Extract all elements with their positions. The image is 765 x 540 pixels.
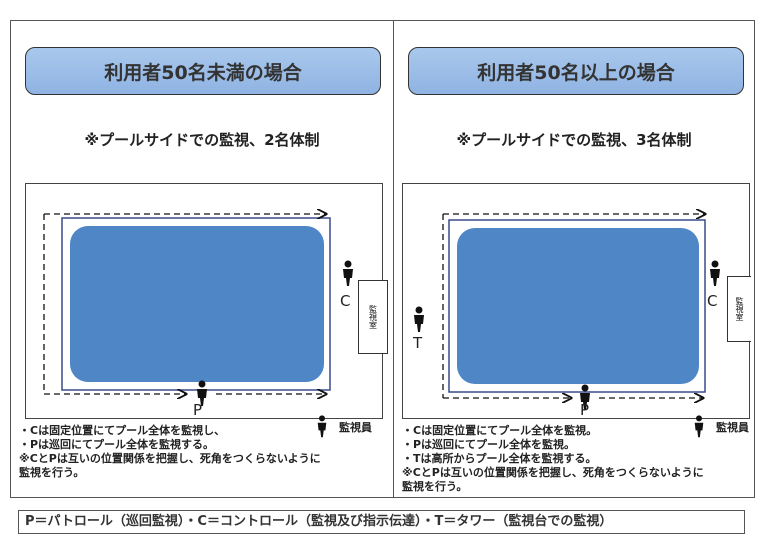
panel-50-or-more: 利用者50名以上の場合 ※プールサイドでの監視、3名体制 <box>394 20 755 498</box>
panel-subtitle: ※プールサイドでの監視、3名体制 <box>456 131 692 149</box>
pool-area: C 監視室 <box>25 183 388 419</box>
note-line: ・Pは巡回にてプール全体を監視。 <box>402 438 576 451</box>
lifeguard-p-icon <box>580 384 590 410</box>
label-p: P <box>580 401 590 419</box>
label-p: P <box>193 401 203 419</box>
panel-under-50: 利用者50名未満の場合 ※プールサイドでの監視、2名体制 <box>10 20 394 498</box>
label-c: C <box>340 292 351 310</box>
panel-subtitle: ※プールサイドでの監視、2名体制 <box>84 131 320 149</box>
lifeguard-p-icon <box>197 380 207 406</box>
panel-title: 利用者50名以上の場合 <box>408 47 744 95</box>
panel-title: 利用者50名未満の場合 <box>25 47 381 95</box>
pool-frame <box>448 219 706 393</box>
lifeguard-c-icon <box>710 260 720 286</box>
lifeguard-legend-icon <box>317 415 327 438</box>
notes: ・Cは固定位置にてプール全体を監視。 ・Pは巡回にてプール全体を監視。 ・Tは高… <box>402 424 704 494</box>
legend-label: 監視員 <box>716 421 749 434</box>
lifeguard-legend-icon <box>694 415 704 438</box>
pool-water <box>457 228 699 384</box>
note-line: 監視を行う。 <box>402 480 468 493</box>
note-line: ・Pは巡回にてプール全体を監視する。 <box>19 438 215 451</box>
note-line: ・Cは固定位置にてプール全体を監視し、 <box>19 424 226 437</box>
lifeguard-t-icon <box>414 306 424 332</box>
monitor-room: 監視室 <box>727 276 751 342</box>
note-line: ・Cは固定位置にてプール全体を監視。 <box>402 424 598 437</box>
lifeguard-c-icon <box>343 260 353 286</box>
monitor-room: 監視室 <box>358 280 388 354</box>
label-t: T <box>413 334 423 352</box>
note-line: 監視を行う。 <box>19 466 85 479</box>
notes: ・Cは固定位置にてプール全体を監視し、 ・Pは巡回にてプール全体を監視する。 ※… <box>19 424 321 480</box>
legend-label: 監視員 <box>339 421 372 434</box>
note-line: ・Tは高所からプール全体を監視する。 <box>402 452 597 465</box>
pool-diagram <box>43 184 353 406</box>
note-line: ※CとPは互いの位置関係を把握し、死角をつくらないように <box>19 452 321 465</box>
legend-footer: P＝パトロール（巡回監視）・C＝コントロール（監視及び指示伝達）・T＝タワー（監… <box>18 510 745 534</box>
label-c: C <box>707 292 718 310</box>
pool-frame <box>61 217 331 391</box>
pool-area: C T 監視室 <box>402 183 751 419</box>
note-line: ※CとPは互いの位置関係を把握し、死角をつくらないように <box>402 466 704 479</box>
pool-diagram <box>414 184 720 410</box>
pool-water <box>70 226 324 382</box>
